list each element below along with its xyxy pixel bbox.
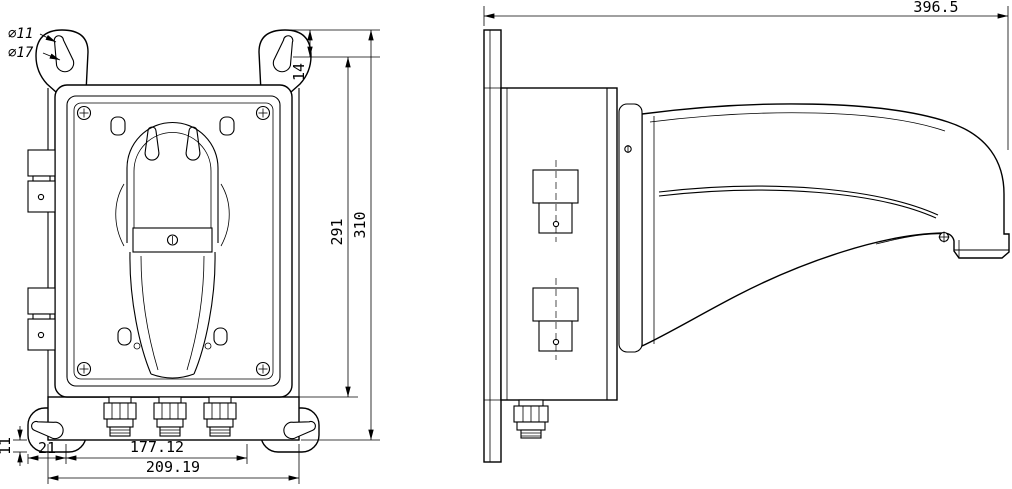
arm-seam-upper (658, 185, 939, 216)
conduit-clamps (27, 149, 56, 351)
keyhole-bottom-right (283, 420, 316, 440)
dome-outer (126, 121, 219, 243)
arm-seam-lower (658, 189, 937, 219)
stem-pin-left (133, 342, 141, 350)
arm-underside-rib (875, 233, 945, 245)
dim-hole-dia-small: ∅11 (8, 26, 33, 42)
lid-outline (66, 95, 281, 387)
dim-inner-width: 177.12 (130, 438, 184, 456)
stem-profile (129, 251, 216, 379)
front-dimensions: ∅11 ∅17 14 291 310 21 177.12 209.19 (0, 26, 380, 484)
keyhole-top-left (53, 35, 75, 73)
side-view: 396.5 (483, 0, 1010, 463)
arm-outline (641, 103, 1010, 348)
keyhole-slot-left (144, 126, 160, 161)
dome-inner (133, 132, 212, 243)
cable-gland (153, 396, 187, 437)
lid-screws (76, 105, 271, 377)
stem-pin-right (204, 342, 212, 350)
dim-edge-offset: 21 (38, 439, 56, 457)
dim-overall-height: 310 (351, 211, 369, 238)
mount-arm (618, 103, 1010, 353)
front-view: ∅11 ∅17 14 291 310 21 177.12 209.19 (0, 26, 380, 484)
cable-gland (203, 396, 237, 437)
junction-box-side (500, 87, 618, 401)
cable-glands (103, 396, 237, 437)
slot-top-left (110, 116, 126, 136)
cable-gland-side (513, 399, 549, 439)
slot-bottom-left (117, 327, 132, 346)
slot-bottom-right (213, 327, 228, 346)
keyhole-top-right (272, 35, 294, 73)
dim-tab-height: 14 (290, 63, 308, 81)
gasket-outline (73, 102, 274, 380)
wall-plate-side (483, 29, 502, 463)
arm-flange (618, 103, 643, 353)
conduit-clamps-side (532, 160, 579, 360)
keyhole-bottom-left (31, 420, 64, 440)
dim-body-height: 291 (328, 218, 346, 245)
arm-top-inner-line (649, 112, 946, 132)
dim-overall-depth: 396.5 (913, 0, 958, 16)
bracket-base-detail (110, 116, 235, 379)
dim-hole-dia-large: ∅17 (8, 45, 34, 61)
cable-gland (103, 396, 137, 437)
dim-overall-width: 209.19 (146, 458, 200, 476)
slot-top-right (219, 116, 235, 136)
dim-base-thickness: 11 (0, 437, 14, 455)
side-dimensions: 396.5 (483, 0, 1009, 150)
box-side-outline (500, 87, 618, 401)
wing-left (115, 183, 125, 247)
keyhole-slot-right (185, 126, 201, 161)
wall-plate-outline (483, 29, 502, 463)
wing-right (220, 183, 230, 247)
